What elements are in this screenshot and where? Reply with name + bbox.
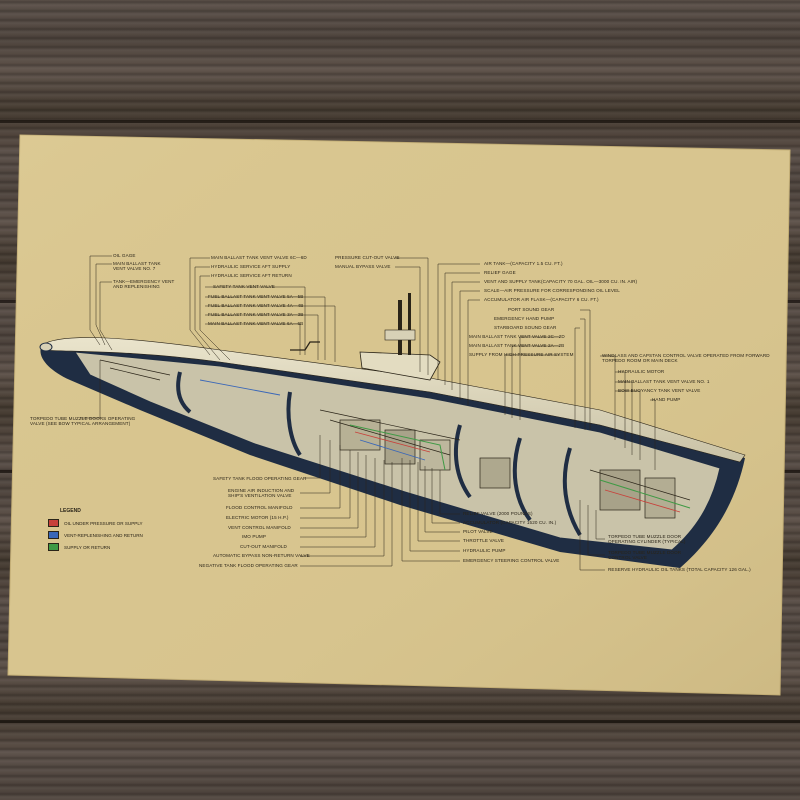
periscope — [408, 293, 411, 355]
label-safety-tank-vent: SAFETY TANK VENT VALVE — [213, 284, 275, 289]
label-hyd-aft-return: HYDRAULIC SERVICE AFT RETURN — [211, 273, 292, 278]
legend-swatch-red — [48, 519, 59, 527]
blue-lines — [199, 379, 426, 461]
label-reserve-hydraulic-tanks: RESERVE HYDRAULIC OIL TANKS (TOTAL CAPAC… — [608, 567, 751, 572]
label-fbt-5a5b: FUEL BALLAST TANK VENT VALVE 5A—5B — [208, 294, 304, 299]
label-engine-air-induction: ENGINE AIR INDUCTION AND SHIP'S VENTILAT… — [228, 488, 295, 498]
legend-swatch-green — [48, 543, 59, 551]
legend-label: VENT-REPLENISHING AND RETURN — [64, 532, 143, 538]
label-mbt-6a6b: MAIN BALLAST TANK VENT VALVE 6A—6B — [208, 321, 304, 326]
label-pressure-cutout: PRESSURE CUT-OUT VALVE — [335, 255, 400, 260]
label-fbt-3a3b: FUEL BALLAST TANK VENT VALVE 3A—3B — [208, 312, 304, 317]
label-air-tank: AIR TANK—(CAPACITY 1.5 CU. FT.) — [484, 261, 563, 266]
label-emergency-steering: EMERGENCY STEERING CONTROL VALVE — [463, 558, 560, 563]
bulkheads — [176, 371, 582, 537]
label-muzzle-door-cylinder: TORPEDO TUBE MUZZLE DOOR OPERATING CYLIN… — [608, 534, 686, 544]
label-vent-control-manifold: VENT CONTROL MANIFOLD — [228, 525, 291, 530]
label-negative-tank: NEGATIVE TANK FLOOD OPERATING GEAR — [199, 563, 298, 568]
label-relief-valve: RELIEF VALVE (2000 POUNDS) — [463, 511, 533, 516]
label-relief-gage: RELIEF GAGE — [484, 270, 516, 275]
label-throttle-valve: THROTTLE VALVE — [463, 538, 505, 543]
red-lines — [354, 431, 681, 513]
label-vent-supply-tank: VENT AND SUPPLY TANK(CAPACITY 70 GAL. OI… — [484, 279, 638, 284]
green-lines — [349, 424, 691, 509]
label-imo-pump: IMO PUMP — [242, 534, 267, 539]
label-mbt-2a2b: MAIN BALLAST TANK VENT VALVE 2A—2B — [469, 343, 565, 348]
label-pilot-valve: PILOT VALVE — [463, 529, 493, 534]
label-muzzle-door-control: TORPEDO TUBE MUZZLE DOOR CONTROL VALVE — [608, 550, 682, 560]
label-cutout-manifold: CUT-OUT MANIFOLD — [240, 544, 287, 549]
label-accumulator: ACCUMULATOR (CAPACITY 1520 CU. IN.) — [463, 520, 557, 525]
label-manual-bypass: MANUAL BYPASS VALVE — [335, 264, 391, 269]
legend-label: OIL UNDER PRESSURE OR SUPPLY — [64, 520, 143, 526]
periscope — [398, 300, 402, 355]
deck-gun — [290, 341, 320, 351]
legend-item: SUPPLY OR RETURN — [48, 543, 110, 551]
upper-deck — [41, 337, 746, 463]
legend-label: SUPPLY OR RETURN — [64, 544, 111, 550]
label-mbt-1: MAIN BALLAST TANK VENT VALVE NO. 1 — [618, 379, 710, 384]
label-flood-control-manifold: FLOOD CONTROL MANIFOLD — [226, 505, 293, 510]
bow-tip — [39, 342, 53, 352]
label-hyd-aft-supply: HYDRAULIC SERVICE AFT SUPPLY — [211, 264, 291, 269]
label-windlass-capstan: WINDLASS AND CAPSTAN CONTROL VALVE OPERA… — [602, 353, 770, 363]
label-torpedo-muzzle-doors: TORPEDO TUBE MUZZLE DOORS OPERATING VALV… — [30, 416, 136, 426]
label-scale-air-pressure: SCALE—AIR PRESSURE FOR CORRESPONDING OIL… — [484, 288, 620, 293]
label-auto-bypass: AUTOMATIC BYPASS NON-RETURN VALVE — [213, 553, 310, 558]
label-oil-gage: OIL GAGE — [113, 253, 136, 258]
label-bow-buoyancy: BOW BUOYANCY TANK VENT VALVE — [618, 388, 701, 393]
legend-item: OIL UNDER PRESSURE OR SUPPLY — [48, 519, 143, 527]
bridge — [384, 329, 416, 341]
label-supply-hp-air: SUPPLY FROM HIGH-PRESSURE AIR SYSTEM — [469, 352, 574, 357]
label-port-sound-gear: PORT SOUND GEAR — [508, 307, 555, 312]
label-hand-pump: HAND PUMP — [652, 397, 681, 402]
plank-seam — [0, 120, 800, 123]
label-emergency-hand-pump: EMERGENCY HAND PUMP — [494, 316, 555, 321]
label-mbt-6c6d: MAIN BALLAST TANK VENT VALVE 6C—6D — [211, 255, 307, 260]
label-electric-motor: ELECTRIC MOTOR (15 H.P.) — [226, 515, 289, 520]
label-fbt-4a4b: FUEL BALLAST TANK VENT VALVE 4A—4B — [208, 303, 304, 308]
label-mbt-2c2d: MAIN BALLAST TANK VENT VALVE 2C—2D — [469, 334, 565, 339]
leader-lines — [80, 255, 656, 571]
label-accumulator-air-flask: ACCUMULATOR AIR FLASK—(CAPACITY 6 CU. FT… — [484, 297, 599, 302]
plank-seam — [0, 720, 800, 723]
label-hydraulic-motor: HYDRAULIC MOTOR — [618, 369, 665, 374]
legend-swatch-blue — [48, 531, 59, 539]
label-starboard-sound-gear: STARBOARD SOUND GEAR — [494, 325, 557, 330]
legend-title: LEGEND — [60, 508, 81, 514]
legend-item: VENT-REPLENISHING AND RETURN — [48, 531, 143, 539]
label-tank-emergency-vent: TANK—EMERGENCY VENT AND REPLENISHING — [113, 279, 175, 289]
label-main-ballast-7: MAIN BALLAST TANK VENT VALVE NO. 7 — [113, 261, 161, 271]
label-hydraulic-pump: HYDRAULIC PUMP — [463, 548, 506, 553]
label-safety-tank-flood: SAFETY TANK FLOOD OPERATING GEAR — [213, 476, 307, 481]
